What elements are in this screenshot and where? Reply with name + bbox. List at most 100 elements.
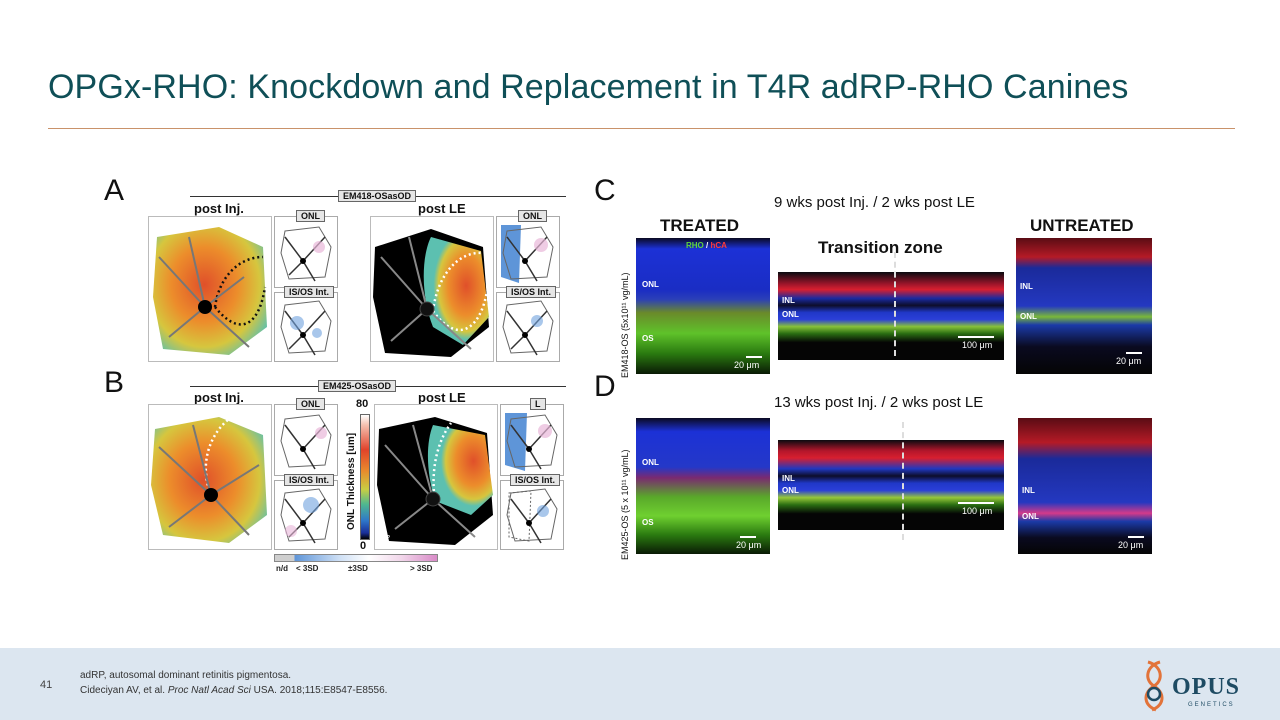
sd-legend-bar [274,554,438,562]
panel-d-treated-onl: ONL [642,458,659,467]
panel-d-treated-scalebar [740,536,756,538]
logo-wordmark: OPUS [1172,674,1241,700]
panel-d-transition-scalebar [958,502,994,504]
legend-nd: n/d [276,564,288,573]
panel-d-untreated-onl: ONL [1022,512,1039,521]
panel-d-transition-image: INL ONL 100 μm [778,440,1004,530]
colorbar-label: ONL Thickness [um] [346,432,357,530]
slide-title: OPGx-RHO: Knockdown and Replacement in T… [48,68,1129,106]
panel-c-treated-os: OS [642,334,654,343]
panel-a-onl-mini-left [274,216,338,288]
logo-subtext: GENETICS [1188,702,1235,708]
panel-b-fundus-left [148,404,272,550]
panel-b-eye-tag: EM425-OSasOD [318,380,397,392]
panel-letter-c: C [594,174,616,207]
panel-b-isos-tag-left: IS/OS Int. [284,474,335,486]
legend-below: < 3SD [296,564,319,573]
panel-a-thickness-map-left [153,227,267,355]
panel-b-isos-tag-right: IS/OS Int. [510,474,561,486]
panel-d-transition-inl: INL [782,474,795,483]
panel-a-eye-tag: EM418-OSasOD [338,190,417,202]
panel-b-onl-tag-right: L [530,398,546,410]
panel-c-treated-onl: ONL [642,280,659,289]
opus-genetics-logo: OPUS GENETICS [1134,658,1246,714]
treated-label: TREATED [660,216,740,235]
footnote-abbreviation: adRP, autosomal dominant retinitis pigme… [80,670,292,681]
panel-d-transition-scale: 100 μm [962,506,993,516]
panel-d-untreated-inl: INL [1022,486,1035,495]
panel-b-onl-mini-right [500,404,564,476]
panel-letter-b: B [104,366,125,399]
panel-a-right-label: post LE [418,201,466,216]
panel-a-isos-mini-right [496,292,560,362]
onl-thickness-colorbar [360,414,370,540]
panel-b-left-label: post Inj. [194,390,244,405]
colorbar-max: 80 [356,398,369,410]
panel-b-isos-mini-left [274,480,338,550]
legend-above: > 3SD [410,564,433,573]
panel-c-treated-scalebar [746,356,762,358]
panel-d-side-label: EM425-OS (5 x 10¹¹ vg/mL) [620,449,630,560]
panel-a-onl-tag-right: ONL [518,210,547,222]
stain-hca: hCA [710,241,727,250]
panel-a-onl-tag-left: ONL [296,210,325,222]
page-number: 41 [40,679,53,691]
panel-d-transition-onl: ONL [782,486,799,495]
footnote-citation: Cideciyan AV, et al. Proc Natl Acad Sci … [80,685,387,696]
panel-c-treated-image: RHO / hCA ONL OS 20 μm [636,238,770,374]
panel-c-transition-image: INL ONL 100 μm [778,272,1004,360]
citation-rest: USA. 2018;115:E8547-E8556. [250,685,388,696]
panel-d-untreated-scalebar [1128,536,1144,538]
panel-b-thickness-map-left [151,417,267,543]
panel-d-treated-scale: 20 μm [736,540,762,550]
title-divider [48,128,1235,129]
panel-c-untreated-onl: ONL [1020,312,1037,321]
panel-c-untreated-scale: 20 μm [1116,356,1142,366]
panel-b-right-label: post LE [418,390,466,405]
scale-tag-10deg: 10° [378,534,391,543]
panel-d-treated-image: ONL OS 20 μm [636,418,770,554]
figure-composite: A EM418-OSasOD post Inj. post LE ONL IS/… [98,168,1168,588]
panel-a-isos-mini-left [274,292,338,362]
panel-a-onl-mini-right [496,216,560,288]
panel-a-isos-tag-right: IS/OS Int. [506,286,557,298]
legend-within: ±3SD [348,564,368,573]
panel-d-untreated-scale: 20 μm [1118,540,1144,550]
slide-footer: 41 adRP, autosomal dominant retinitis pi… [0,648,1280,720]
panel-b-onl-mini-left [274,404,338,476]
panel-letter-d: D [594,370,616,403]
panel-b-isos-mini-right [500,480,564,550]
colorbar-min: 0 [360,540,367,552]
logo-mark-icon [1144,660,1164,712]
panel-a-fundus-right [370,216,494,362]
citation-authors: Cideciyan AV, et al. [80,685,168,696]
panel-c-side-label: EM418-OS (5x10¹¹ vg/mL) [620,272,630,378]
stain-legend: RHO / hCA [686,241,727,250]
panel-a-thickness-map-right [373,229,489,357]
panel-d-treated-os: OS [642,518,654,527]
panel-letter-a: A [104,174,125,207]
panel-b-thickness-map-right [377,417,493,545]
panel-d-timepoint: 13 wks post Inj. / 2 wks post LE [774,394,984,411]
panel-a-left-label: post Inj. [194,201,244,216]
panel-c-transition-onl: ONL [782,310,799,319]
panel-c-transition-scale: 100 μm [962,340,993,350]
panel-c-transition-scalebar [958,336,994,338]
panel-b-onl-tag-left: ONL [296,398,325,410]
citation-journal: Proc Natl Acad Sci [167,685,251,696]
panel-b-fundus-right [374,404,498,550]
sd-legend: n/d < 3SD ±3SD > 3SD [274,554,438,576]
panel-a-isos-tag-left: IS/OS Int. [284,286,335,298]
panel-d-untreated-image: INL ONL 20 μm [1018,418,1152,554]
panel-a-fundus-left [148,216,272,362]
panel-c-untreated-image: INL ONL 20 μm [1016,238,1152,374]
panel-c-transition-inl: INL [782,296,795,305]
stain-rho: RHO [686,241,704,250]
stain-separator: / [703,241,711,250]
panel-c-untreated-inl: INL [1020,282,1033,291]
panel-c-treated-scale: 20 μm [734,360,760,370]
panel-c-untreated-scalebar [1126,352,1142,354]
untreated-label: UNTREATED [1030,216,1134,235]
panel-c-transition-line [894,252,896,356]
panel-c-timepoint: 9 wks post Inj. / 2 wks post LE [774,194,975,211]
